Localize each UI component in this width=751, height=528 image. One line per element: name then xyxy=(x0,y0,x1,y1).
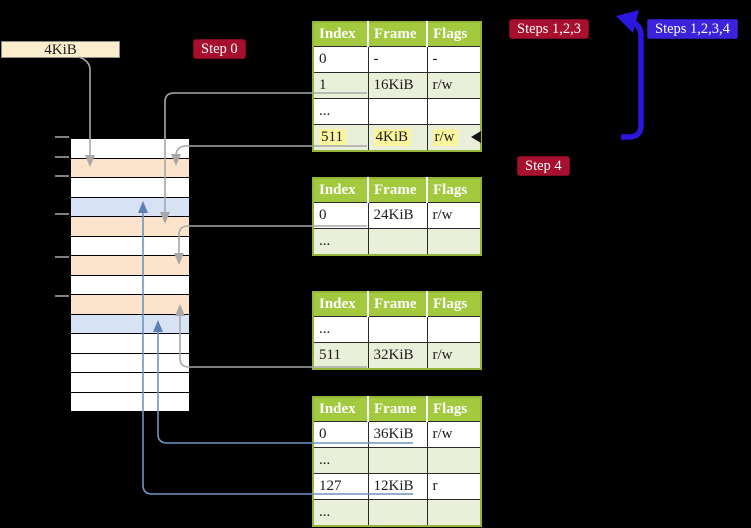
table-cell: 0 xyxy=(313,202,369,229)
physical-memory-column xyxy=(70,138,190,412)
step4-badge: Step 4 xyxy=(517,156,570,176)
memory-frame-peach xyxy=(71,158,189,178)
memory-frame-white xyxy=(71,334,189,354)
highlighted-value: 511 xyxy=(319,129,346,146)
table-row: ... xyxy=(313,499,481,526)
table-cell: ... xyxy=(313,499,369,526)
memory-frame-white xyxy=(71,373,189,393)
memory-frame-white xyxy=(71,392,189,411)
table-cell xyxy=(368,447,428,474)
table-header-cell: Frame xyxy=(368,178,428,203)
table-header-cell: Index xyxy=(313,292,369,317)
table-row: ... xyxy=(313,447,481,474)
table-cell xyxy=(368,316,428,343)
table-header-cell: Frame xyxy=(368,292,428,317)
memory-frame-white xyxy=(71,178,189,198)
table-header-cell: Index xyxy=(313,397,369,422)
table-cell xyxy=(427,447,481,474)
table-header-cell: Index xyxy=(313,22,369,47)
table-cell xyxy=(368,228,428,255)
table-cell: 12KiB xyxy=(368,473,428,500)
table-cell: 32KiB xyxy=(368,342,428,369)
table-cell xyxy=(427,499,481,526)
table-cell: 0 xyxy=(313,46,369,73)
table-cell: 16KiB xyxy=(368,72,428,99)
memory-frame-white xyxy=(71,275,189,295)
memory-frame-peach xyxy=(71,217,189,237)
table-cell: r/w xyxy=(427,421,481,448)
table-cell: 4KiB xyxy=(368,124,428,151)
table-cell: 511 xyxy=(313,342,369,369)
memory-frame-blue xyxy=(71,197,189,217)
table-cell: 511 xyxy=(313,124,369,151)
table-cell: 36KiB xyxy=(368,421,428,448)
table-cell xyxy=(427,316,481,343)
table-header-cell: Frame xyxy=(368,22,428,47)
steps1234-badge: Steps 1,2,3,4 xyxy=(647,19,738,39)
table-header-cell: Flags xyxy=(427,178,481,203)
table-row: ... xyxy=(313,228,481,255)
table-cell: 1 xyxy=(313,72,369,99)
table-cell: ... xyxy=(313,316,369,343)
frame-size-label: 4KiB xyxy=(1,41,120,58)
steps123-badge: Steps 1,2,3 xyxy=(509,19,590,39)
table-cell: r/w xyxy=(427,124,481,151)
table-cell xyxy=(427,228,481,255)
table-cell: ... xyxy=(313,228,369,255)
table-header-cell: Flags xyxy=(427,397,481,422)
table-cell: 24KiB xyxy=(368,202,428,229)
table-cell xyxy=(368,98,428,125)
highlighted-value: r/w xyxy=(432,129,458,146)
memory-frame-white xyxy=(71,139,189,159)
table-cell: - xyxy=(427,46,481,73)
table-header-cell: Frame xyxy=(368,397,428,422)
table-cell: 127 xyxy=(313,473,369,500)
table-cell xyxy=(368,499,428,526)
step0-badge: Step 0 xyxy=(193,39,246,59)
table-cell: ... xyxy=(313,447,369,474)
table-cell: r/w xyxy=(427,72,481,99)
memory-frame-white xyxy=(71,353,189,373)
table-row: 511 4KiB r/w xyxy=(313,124,481,151)
memory-frame-white xyxy=(71,236,189,256)
table-row: 0-- xyxy=(313,46,481,73)
table-cell xyxy=(427,98,481,125)
memory-frame-blue xyxy=(71,314,189,334)
table-header-cell: Flags xyxy=(427,292,481,317)
highlighted-value: 4KiB xyxy=(373,129,412,146)
table-cell: 0 xyxy=(313,421,369,448)
table-cell: - xyxy=(368,46,428,73)
table-cell: ... xyxy=(313,98,369,125)
memory-frame-peach xyxy=(71,256,189,276)
arrowhead-upleft-icon xyxy=(616,10,639,33)
table-header-cell: Index xyxy=(313,178,369,203)
table-cell: r/w xyxy=(427,202,481,229)
steps-arrow xyxy=(621,19,644,140)
memory-frame-peach xyxy=(71,295,189,315)
table-row: ... xyxy=(313,316,481,343)
table-cell: r/w xyxy=(427,342,481,369)
table-row: ... xyxy=(313,98,481,125)
table-header-cell: Flags xyxy=(427,22,481,47)
table-cell: r xyxy=(427,473,481,500)
